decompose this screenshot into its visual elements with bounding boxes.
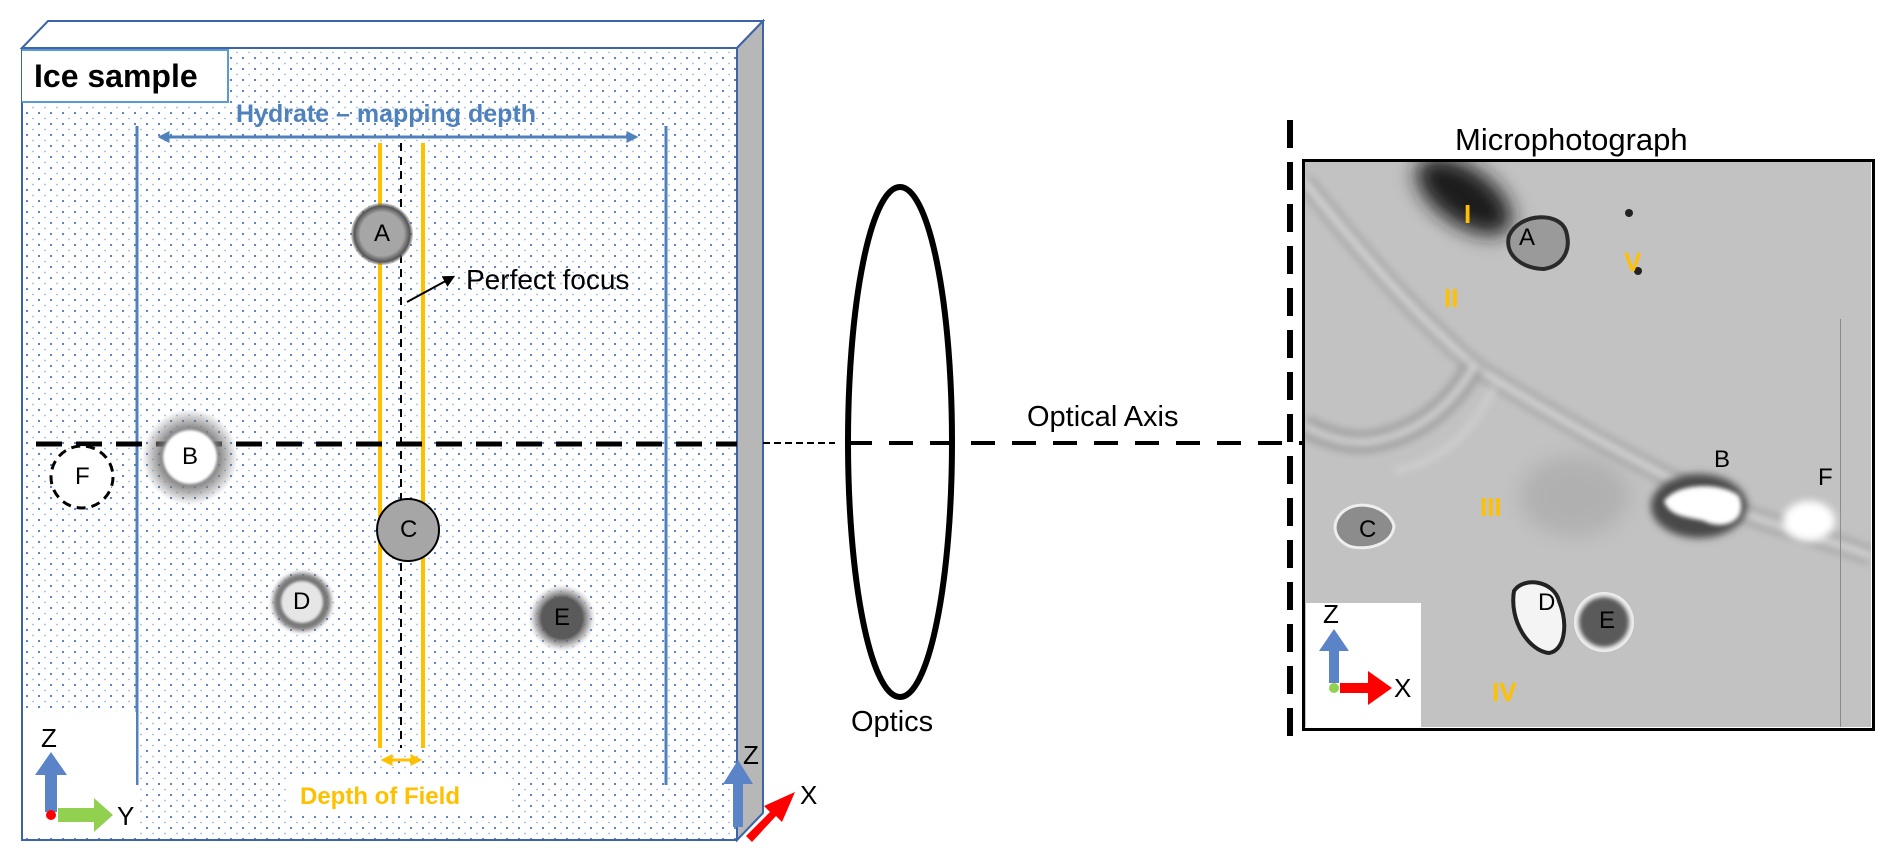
region-label-III: III <box>1480 492 1502 522</box>
optics-lens <box>845 184 955 700</box>
sample-label-D: D <box>293 588 311 615</box>
dof-label-bg <box>290 775 508 815</box>
side-axes-icon <box>723 760 795 842</box>
micro-label-B: B <box>1714 446 1731 473</box>
region-label-II: II <box>1444 283 1459 313</box>
microphotograph-frame <box>1302 159 1875 731</box>
optics-label: Optics <box>851 706 934 738</box>
side-axis-x-label: X <box>800 780 818 810</box>
ice-top-face <box>19 20 766 49</box>
sample-label-B: B <box>182 443 199 470</box>
front-axis-y-label: Y <box>117 801 135 831</box>
ice-side-face <box>736 18 764 843</box>
micro-axis-x-label: X <box>1394 673 1412 703</box>
sample-label-C: C <box>400 516 418 543</box>
sample-particle-F <box>49 444 115 510</box>
microphotograph: A B C D E F I II III IV V Z X <box>1304 161 1871 727</box>
perfect-focus-arrow <box>406 275 456 303</box>
micro-particle-D-shape <box>1511 580 1567 656</box>
perfect-focus-label: Perfect focus <box>466 264 630 295</box>
optical-axis-label: Optical Axis <box>1027 401 1179 433</box>
microphotograph-title: Microphotograph <box>1455 122 1688 157</box>
region-label-I: I <box>1464 199 1472 229</box>
micro-label-C: C <box>1359 516 1377 543</box>
front-axis-z-label: Z <box>41 723 57 753</box>
hydrate-mapping-depth-label: Hydrate – mapping depth <box>236 100 537 128</box>
sample-particle-E <box>528 584 596 652</box>
micro-axis-z-label: Z <box>1323 599 1339 629</box>
microphotograph-canvas <box>1304 161 1871 727</box>
micro-particle-A-shape <box>1506 215 1570 272</box>
depth-of-field-label: Depth of Field <box>300 783 460 810</box>
micro-label-D: D <box>1538 589 1556 616</box>
sample-label-F: F <box>75 463 90 490</box>
sample-particle-A <box>351 203 413 265</box>
region-label-IV: IV <box>1492 677 1517 707</box>
micro-axes-inset <box>1306 603 1421 727</box>
micro-particle-C-shape <box>1333 503 1396 550</box>
sample-particle-B <box>142 409 238 505</box>
side-axis-z-label: Z <box>743 740 759 770</box>
micro-axes-icon <box>1319 629 1392 705</box>
ice-sample-title: Ice sample <box>22 49 229 103</box>
micro-label-A: A <box>1519 224 1536 251</box>
sample-label-E: E <box>554 604 571 631</box>
sample-particle-D <box>273 573 331 631</box>
front-axes-icon <box>35 752 113 832</box>
sample-particle-C <box>376 498 440 562</box>
sample-label-A: A <box>374 220 391 247</box>
micro-label-E: E <box>1599 607 1616 634</box>
region-label-V: V <box>1624 247 1642 277</box>
micro-label-F: F <box>1818 464 1833 491</box>
